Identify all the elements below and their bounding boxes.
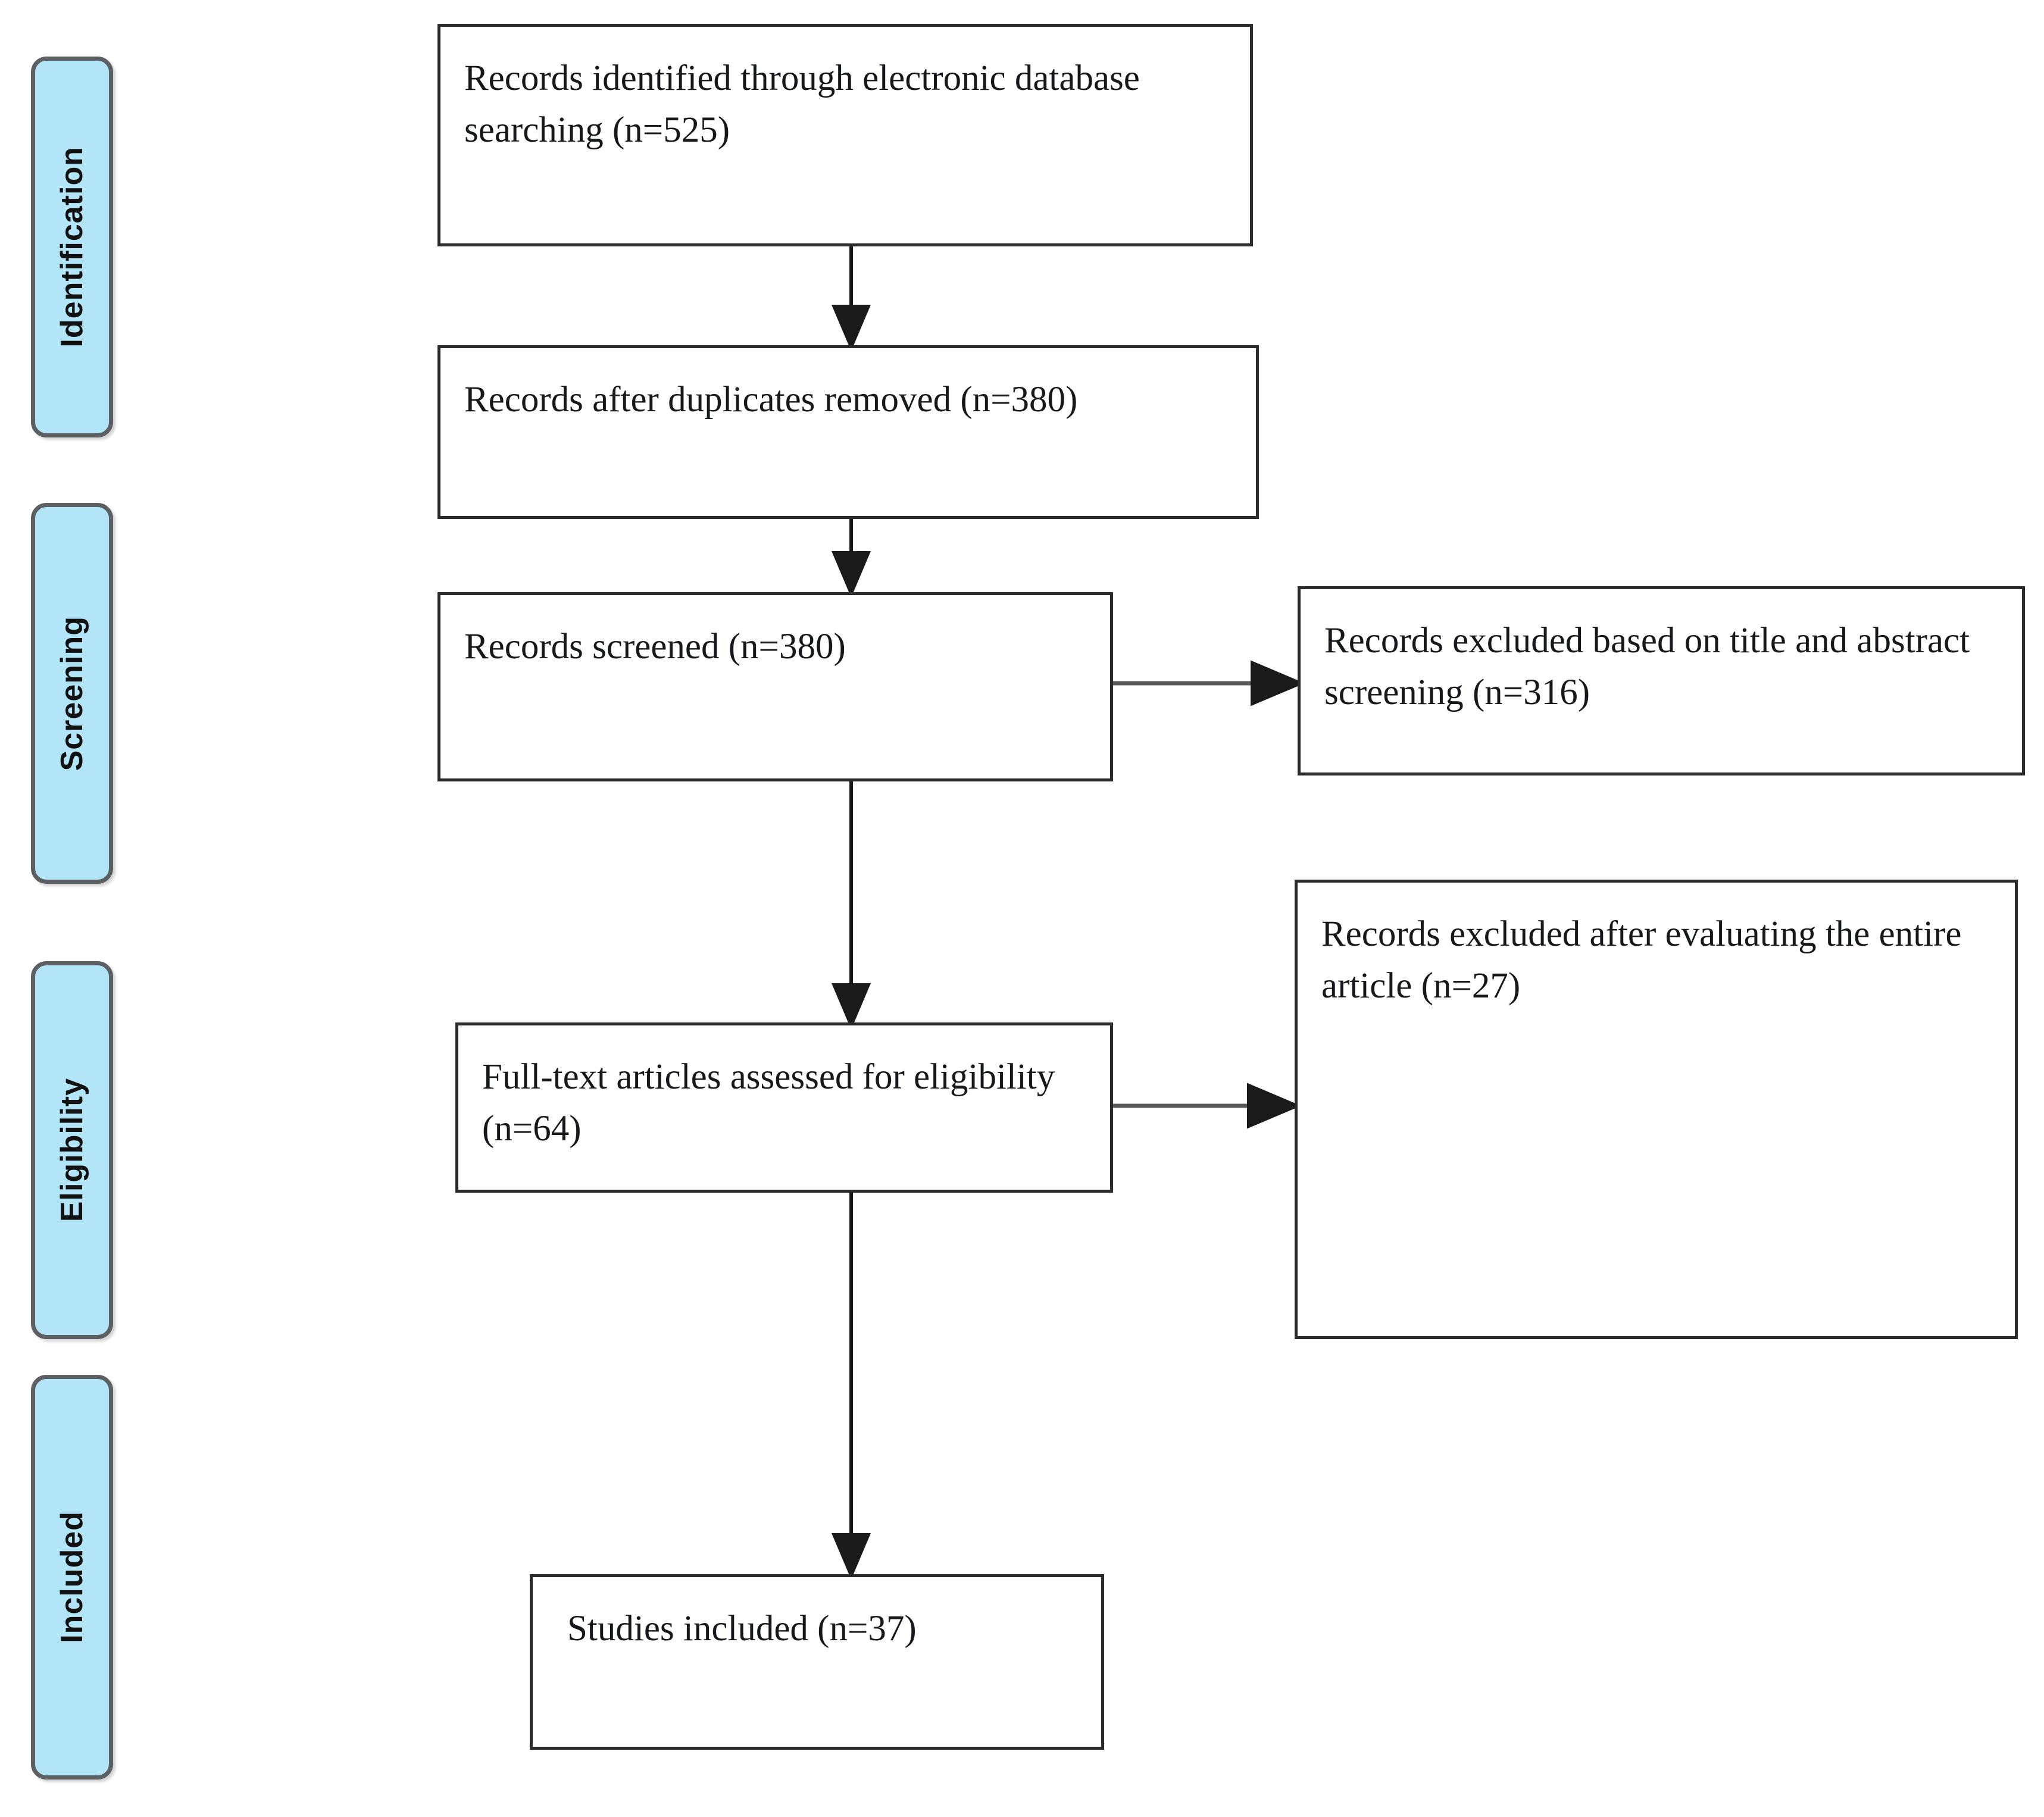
box-records-identified-text: Records identified through electronic da… bbox=[464, 58, 1140, 150]
stage-pill-included: Included bbox=[31, 1375, 113, 1780]
box-records-after-duplicates: Records after duplicates removed (n=380) bbox=[437, 345, 1259, 519]
stage-label-included: Included bbox=[55, 1511, 89, 1643]
box-records-after-duplicates-text: Records after duplicates removed (n=380) bbox=[464, 380, 1078, 420]
stage-pill-screening: Screening bbox=[31, 503, 113, 884]
box-records-excluded-title-abstract: Records excluded based on title and abst… bbox=[1298, 586, 2025, 775]
stage-label-eligibility: Eligibility bbox=[55, 1078, 89, 1222]
box-records-excluded-fulltext-text: Records excluded after evaluating the en… bbox=[1321, 914, 1962, 1006]
stage-label-screening: Screening bbox=[55, 615, 89, 771]
stage-pill-eligibility: Eligibility bbox=[31, 961, 113, 1339]
box-records-identified: Records identified through electronic da… bbox=[437, 24, 1253, 246]
box-studies-included-text: Studies included (n=37) bbox=[567, 1609, 917, 1649]
box-fulltext-assessed-text: Full-text articles assessed for eligibil… bbox=[482, 1057, 1055, 1149]
stage-label-identification: Identification bbox=[55, 146, 89, 348]
box-records-screened: Records screened (n=380) bbox=[437, 592, 1113, 781]
box-records-screened-text: Records screened (n=380) bbox=[464, 627, 846, 667]
box-studies-included: Studies included (n=37) bbox=[530, 1574, 1104, 1750]
box-fulltext-assessed: Full-text articles assessed for eligibil… bbox=[455, 1022, 1113, 1193]
stage-pill-identification: Identification bbox=[31, 57, 113, 437]
box-records-excluded-fulltext: Records excluded after evaluating the en… bbox=[1295, 880, 2018, 1339]
box-records-excluded-title-abstract-text: Records excluded based on title and abst… bbox=[1324, 621, 1970, 712]
